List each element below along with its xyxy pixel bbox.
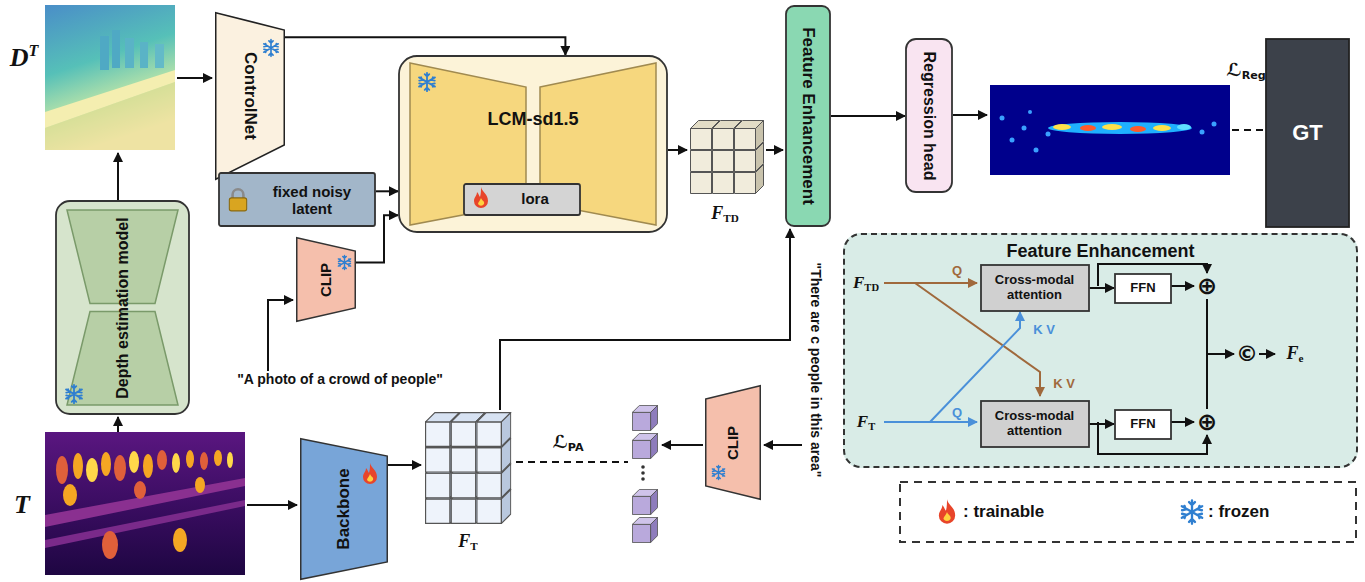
node-label: Depth estimation model <box>113 217 131 398</box>
symbol-base: ℒ <box>1226 59 1241 80</box>
ffn-box: FFN <box>1114 273 1172 304</box>
node-label: CLIP <box>317 262 334 296</box>
lcm-unet-box: LCM-sd1.5 lora <box>398 55 668 233</box>
query-label: Q <box>950 264 964 278</box>
subscript: TD <box>864 282 879 293</box>
thermal-image <box>45 432 245 575</box>
flow-arrows <box>118 78 1263 505</box>
feature-enhancement-panel: Feature EnhancementCross-modal attention… <box>843 233 1358 468</box>
subscript: TD <box>723 212 739 224</box>
subscript: T <box>868 421 875 432</box>
connector <box>1090 287 1115 289</box>
depth-image <box>45 5 175 150</box>
symbol-base: F <box>857 412 868 431</box>
text-prompt: "There are c people in this area" <box>807 263 822 478</box>
superscript: T <box>28 42 38 59</box>
symbol-base: D <box>10 43 29 72</box>
node-label: Cross-modal attention <box>988 409 1082 439</box>
depth-model-box: Depth estimation model <box>55 200 190 415</box>
query-label: Q <box>950 406 964 420</box>
text-prompt: "A photo of a crowd of people" <box>237 372 443 387</box>
subscript: Reg <box>1242 69 1266 82</box>
legend-text: : frozen <box>1208 503 1269 522</box>
ground-truth-box: GT <box>1265 38 1350 228</box>
key-value-label: K V <box>1051 377 1077 391</box>
loss-symbol: ℒReg <box>1226 60 1266 80</box>
connector <box>285 37 565 55</box>
feature-enhancement-box: Feature Enhancement <box>785 5 831 227</box>
node-label: CLIP <box>724 425 741 459</box>
image-symbol: DT <box>10 44 39 73</box>
regression-head-box: Regression head <box>905 38 953 193</box>
add-symbol: ⊕ <box>1197 409 1217 435</box>
connector <box>376 190 398 192</box>
ffn-box: FFN <box>1114 409 1172 440</box>
connector <box>1090 423 1115 425</box>
subscript: PA <box>568 441 584 454</box>
subscript: T <box>470 540 477 552</box>
node-label: Cross-modal attention <box>988 273 1082 303</box>
panel-ground <box>843 233 1358 468</box>
node-label: Feature Enhancement <box>1006 241 1194 262</box>
feature-symbol: FT <box>857 413 875 432</box>
add-symbol: ⊕ <box>1197 273 1217 299</box>
key-value-label: K V <box>1031 323 1057 337</box>
image-symbol: T <box>14 491 30 520</box>
node-label: FFN <box>1130 417 1155 432</box>
noisy-latent-box: fixed noisy latent <box>218 172 376 227</box>
node-label: lora <box>521 190 549 207</box>
connector <box>831 115 905 117</box>
feature-symbol: Fe <box>1287 344 1304 364</box>
density-map <box>990 85 1230 175</box>
node-label: fixed noisy latent <box>260 182 364 217</box>
symbol-base: F <box>1287 343 1299 363</box>
lora-box: lora <box>463 183 581 216</box>
node-label: Backbone <box>334 468 354 549</box>
subscript: e <box>1299 352 1304 364</box>
feature-symbol: FT <box>458 532 477 552</box>
clip-encoder: CLIP <box>705 385 761 500</box>
node-label: FFN <box>1130 281 1155 296</box>
concat-symbol: © <box>1236 342 1258 366</box>
controlnet-trapezoid: ControlNet <box>215 12 285 180</box>
feature-symbol: FTD <box>711 204 739 224</box>
node-label: LCM-sd1.5 <box>487 109 578 130</box>
attention-box: Cross-modal attention <box>980 400 1090 448</box>
node-label: Regression head <box>920 51 938 180</box>
node-label: Feature Enhancement <box>798 27 818 205</box>
legend-text: : trainable <box>963 503 1044 522</box>
feature-symbol: FTD <box>853 274 879 293</box>
loss-symbol: ℒPA <box>552 432 583 452</box>
backbone-trapezoid: Backbone <box>300 438 388 580</box>
attention-flows <box>884 264 1275 454</box>
legend-box <box>900 482 1356 542</box>
node-label: ControlNet <box>240 52 260 140</box>
symbol-base: F <box>458 531 470 551</box>
symbol-base: F <box>853 273 864 292</box>
node-label: GT <box>1292 120 1323 145</box>
symbol-base: F <box>711 203 723 223</box>
attention-box: Cross-modal attention <box>980 264 1090 312</box>
clip-encoder: CLIP <box>296 237 356 322</box>
symbol-base: ℒ <box>552 431 567 452</box>
